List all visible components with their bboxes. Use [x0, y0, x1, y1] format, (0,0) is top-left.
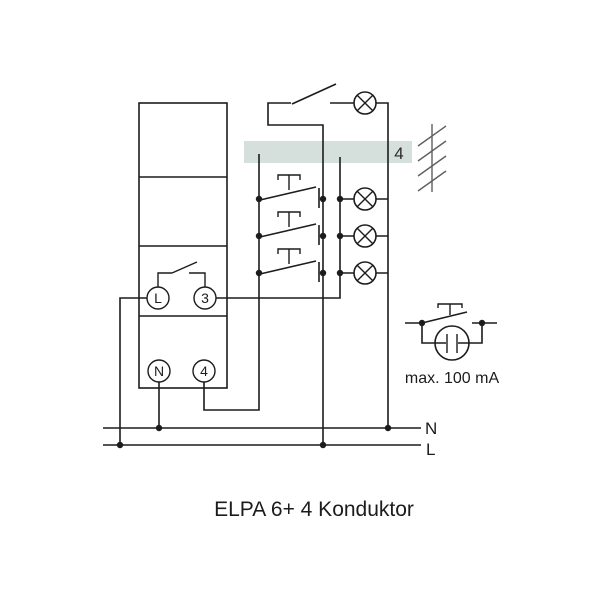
conductor-count-label: 4: [394, 144, 403, 163]
junction-dot: [319, 195, 327, 203]
junction-dot: [255, 195, 263, 203]
junction-dot: [155, 424, 163, 432]
junction-dot: [418, 319, 426, 327]
switch-icon: [291, 83, 337, 105]
cable-slash-icon: [417, 124, 447, 192]
junction-dot: [319, 269, 327, 277]
terminal-l: L: [146, 286, 170, 310]
junction-dot: [336, 195, 344, 203]
lamp-icon: [353, 91, 377, 115]
terminal-4-label: 4: [200, 363, 208, 379]
junction-dot: [478, 319, 486, 327]
junction-dot: [255, 232, 263, 240]
wire-neutral-riser: [376, 102, 389, 428]
lamp-icon: [353, 224, 377, 248]
junction-dot: [336, 269, 344, 277]
lamp-icon: [353, 261, 377, 285]
line-bus-label: L: [426, 440, 435, 459]
wire-line-riser: [267, 102, 324, 445]
cable-highlight-band: [244, 141, 412, 163]
wire-l-to-line-bus: [119, 297, 147, 445]
push-button-icon: [259, 174, 320, 208]
junction-dots: [116, 195, 392, 449]
circuit-wires: [119, 102, 389, 445]
device-outline: [138, 102, 228, 389]
junction-dot: [336, 232, 344, 240]
neutral-bus-label: N: [425, 419, 437, 438]
diagram-title: ELPA 6+ 4 Konduktor: [214, 498, 414, 521]
junction-dot: [116, 441, 124, 449]
terminal-3: 3: [193, 286, 217, 310]
wire-3-to-lamp-riser: [216, 157, 341, 299]
glow-lamp-icon: [434, 325, 470, 361]
push-button-icon: [259, 211, 320, 245]
terminal-n: N: [147, 359, 171, 383]
terminal-l-label: L: [154, 290, 162, 306]
junction-dot: [255, 269, 263, 277]
push-button-icon: [259, 248, 320, 282]
junction-dot: [384, 424, 392, 432]
button-actuator-icon: [437, 303, 463, 315]
terminal-4: 4: [192, 359, 216, 383]
illuminated-pushbutton-icon: max. 100 mA: [405, 303, 500, 387]
max-current-note: max. 100 mA: [405, 370, 500, 387]
junction-dot: [319, 232, 327, 240]
internal-contact-icon: [157, 261, 206, 287]
terminal-3-label: 3: [201, 290, 209, 306]
wire-4-to-button-riser: [203, 154, 260, 411]
lamp-icon: [353, 187, 377, 211]
junction-dot: [319, 441, 327, 449]
terminal-n-label: N: [154, 363, 164, 379]
